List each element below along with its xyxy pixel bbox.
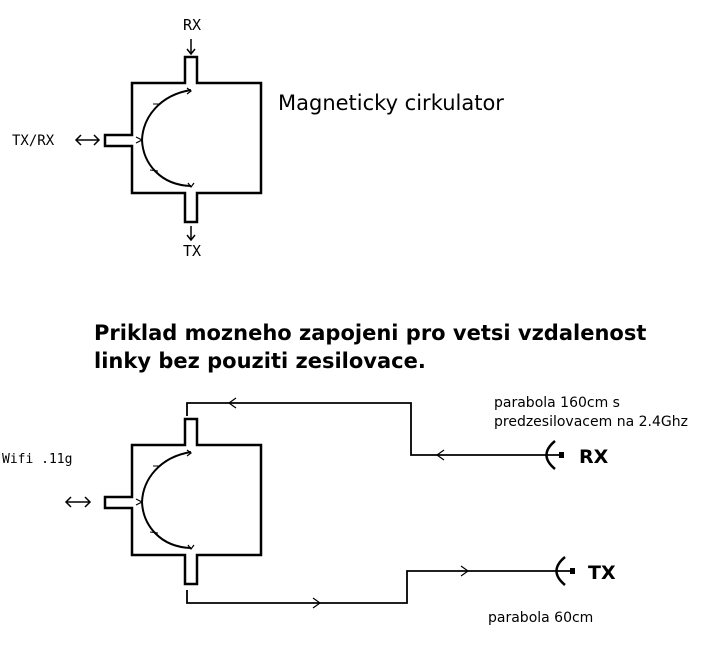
arrow-down-icon <box>186 39 196 56</box>
port-rx-label: RX <box>183 16 201 34</box>
tx-dish-icon <box>553 556 575 586</box>
arrow-down-icon <box>186 226 196 242</box>
example-heading-line1: Priklad mozneho zapojeni pro vetsi vzdal… <box>94 321 646 345</box>
tx-antenna-label: TX <box>588 562 616 584</box>
rx-dish-desc-line2: predzesilovacem na 2.4Ghz <box>494 414 688 430</box>
port-txrx-label: TX/RX <box>12 133 55 149</box>
circulator-bottom <box>103 417 263 586</box>
tx-dish-desc: parabola 60cm <box>488 610 593 626</box>
circulator-top <box>103 55 263 224</box>
port-tx-label: TX <box>183 242 201 260</box>
rx-dish-desc-line1: parabola 160cm s <box>494 395 620 411</box>
left-right-arrow-icon <box>64 496 92 508</box>
left-right-arrow-icon <box>74 134 101 146</box>
rx-feed-line <box>186 397 541 461</box>
example-heading-line2: linky bez pouziti zesilovace. <box>94 349 426 373</box>
tx-feed-line <box>186 565 553 609</box>
wifi-label: Wifi .11g <box>2 452 72 467</box>
rx-antenna-label: RX <box>579 446 609 468</box>
circulator-title: Magneticky cirkulator <box>278 91 504 115</box>
rx-dish-icon <box>541 440 564 470</box>
